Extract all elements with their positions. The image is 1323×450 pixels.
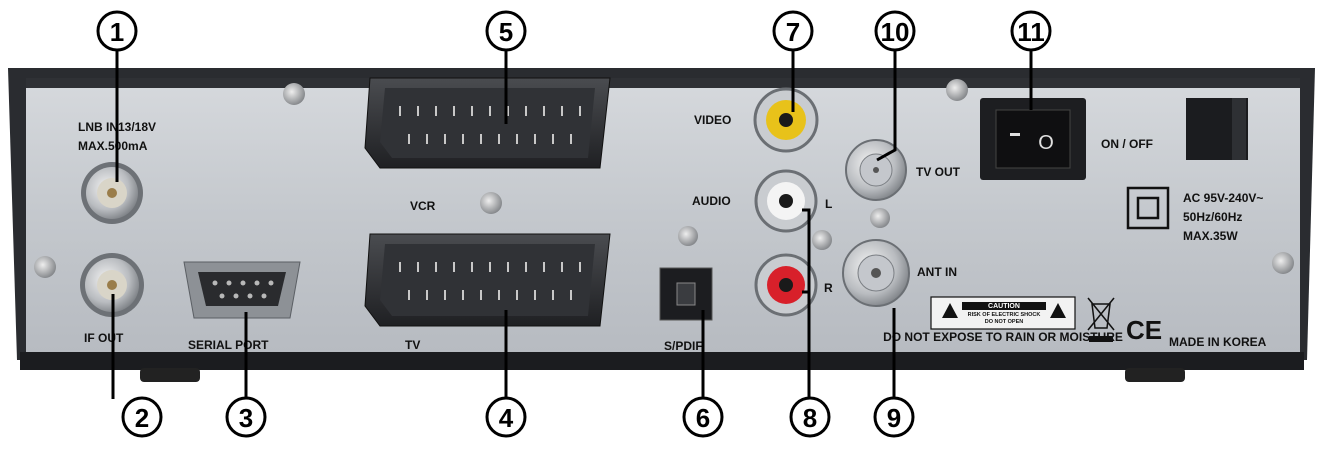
label-on-off: ON / OFF xyxy=(1101,137,1153,151)
callout-6: 6 xyxy=(682,396,724,438)
callout-number: 9 xyxy=(887,403,901,433)
callout-number: 3 xyxy=(239,403,253,433)
label-video: VIDEO xyxy=(694,113,731,127)
if-out-connector xyxy=(80,253,144,317)
ant-in-connector xyxy=(842,239,910,307)
caution-heading: CAUTION xyxy=(988,303,1020,310)
vcr-scart-connector xyxy=(364,77,611,169)
callout-11: 11 xyxy=(1010,10,1052,52)
callout-number: 7 xyxy=(786,17,800,47)
switch-off-mark: O xyxy=(1038,132,1054,154)
serial-port-connector xyxy=(183,261,301,319)
callout-number: 2 xyxy=(135,403,149,433)
callout-circle xyxy=(121,396,163,438)
label-vcr: VCR xyxy=(410,199,436,213)
label-lnb-max: MAX.500mA xyxy=(78,139,148,153)
callout-9: 9 xyxy=(873,396,915,438)
label-ac-line-3: MAX.35W xyxy=(1183,229,1238,243)
callout-8: 8 xyxy=(789,396,831,438)
panel-screws xyxy=(34,79,1294,278)
ce-mark-icon: CE xyxy=(1126,315,1162,345)
callout-circle xyxy=(485,10,527,52)
panel-labels: LNB IN13/18V MAX.500mA IF OUT SERIAL POR… xyxy=(78,113,1267,353)
rca-audio-right-connector xyxy=(754,253,818,317)
callout-number: 5 xyxy=(499,17,513,47)
power-inlet xyxy=(1186,98,1248,160)
callout-1: 1 xyxy=(96,10,138,52)
callout-2: 2 xyxy=(121,396,163,438)
label-ant-in: ANT IN xyxy=(917,265,957,279)
callout-10: 10 xyxy=(874,10,916,52)
callout-circle xyxy=(96,10,138,52)
callout-number: 11 xyxy=(1017,17,1045,47)
callout-circle xyxy=(485,396,527,438)
label-made-in: MADE IN KOREA xyxy=(1169,335,1267,349)
double-insulation-icon xyxy=(1126,186,1170,230)
rca-video-connector xyxy=(753,87,819,153)
lnb-in-connector xyxy=(81,162,143,224)
label-ac-line-1: AC 95V-240V~ xyxy=(1183,191,1263,205)
label-tv: TV xyxy=(405,338,420,352)
caution-label: CAUTION RISK OF ELECTRIC SHOCK DO NOT OP… xyxy=(883,296,1123,344)
callout-number: 10 xyxy=(881,17,910,47)
label-audio-l: L xyxy=(825,197,832,211)
tv-out-connector xyxy=(845,139,907,201)
rain-warning-text: DO NOT EXPOSE TO RAIN OR MOISTURE xyxy=(883,330,1123,344)
callout-circle xyxy=(225,396,267,438)
callout-number: 1 xyxy=(110,17,124,47)
callout-circle xyxy=(682,396,724,438)
caution-line-1: RISK OF ELECTRIC SHOCK xyxy=(968,312,1041,318)
rca-audio-left-connector xyxy=(754,169,818,233)
callout-7: 7 xyxy=(772,10,814,52)
weee-bin-icon xyxy=(1087,297,1115,342)
label-spdif: S/PDIF xyxy=(664,339,703,353)
callout-circle xyxy=(874,10,916,52)
label-tv-out: TV OUT xyxy=(916,165,961,179)
label-ac-line-2: 50Hz/60Hz xyxy=(1183,210,1242,224)
power-switch: O xyxy=(980,98,1086,180)
callout-4: 4 xyxy=(485,396,527,438)
callout-number: 8 xyxy=(803,403,817,433)
callout-circle xyxy=(873,396,915,438)
tv-scart-connector xyxy=(364,233,611,327)
label-audio-r: R xyxy=(824,281,833,295)
label-if-out: IF OUT xyxy=(84,331,124,345)
callout-number: 4 xyxy=(499,403,514,433)
caution-line-2: DO NOT OPEN xyxy=(985,319,1024,325)
callout-circle xyxy=(772,10,814,52)
exclamation-warning-icon xyxy=(1050,303,1066,318)
label-audio: AUDIO xyxy=(692,194,731,208)
callout-circle xyxy=(1010,10,1052,52)
callout-leader-lines xyxy=(111,50,1033,399)
callout-circle xyxy=(789,396,831,438)
callout-number: 6 xyxy=(696,403,710,433)
lightning-warning-icon xyxy=(942,303,958,318)
callout-3: 3 xyxy=(225,396,267,438)
callout-markers: 1 2 3 4 5 6 7 8 9 10 11 xyxy=(96,10,1052,438)
callout-5: 5 xyxy=(485,10,527,52)
label-serial-port: SERIAL PORT xyxy=(188,338,269,352)
